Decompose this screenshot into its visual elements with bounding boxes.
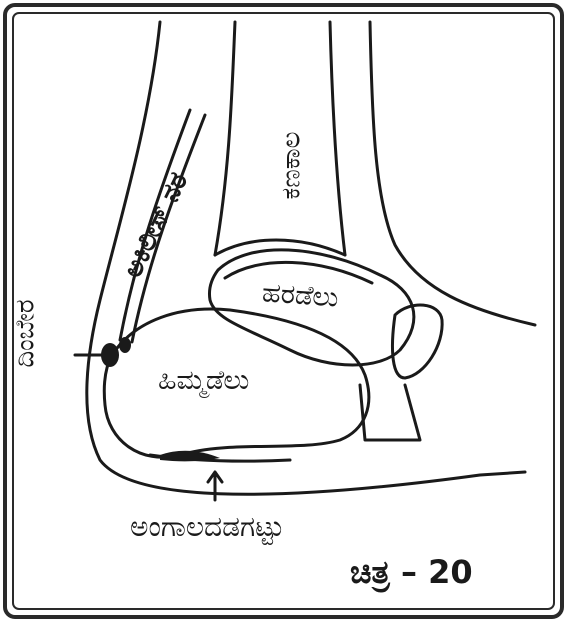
plantar-fascia-label: ಅಂಗಾಲದಡಗಟ್ಟು	[130, 510, 284, 544]
talus-label: ಹರಡೆಲು	[261, 277, 340, 314]
tibia-joint-surface	[215, 240, 345, 255]
bursa-label: ದಿಂಬೇರ	[11, 299, 42, 367]
figure-caption: ಚಿತ್ರ – 20	[350, 553, 473, 592]
navicular-bone	[392, 305, 442, 378]
bursa-blob	[101, 343, 119, 367]
tendon-insertion-blob	[119, 337, 131, 353]
tibia-left-edge	[215, 22, 235, 255]
skin-outline-front	[370, 22, 535, 325]
heel-bone-label: ಹಿಮ್ಮಡೆಲು	[158, 365, 249, 397]
shin-bone-label: ಕಣಕಾಲ	[276, 132, 307, 200]
tibia-right-edge	[330, 22, 345, 255]
